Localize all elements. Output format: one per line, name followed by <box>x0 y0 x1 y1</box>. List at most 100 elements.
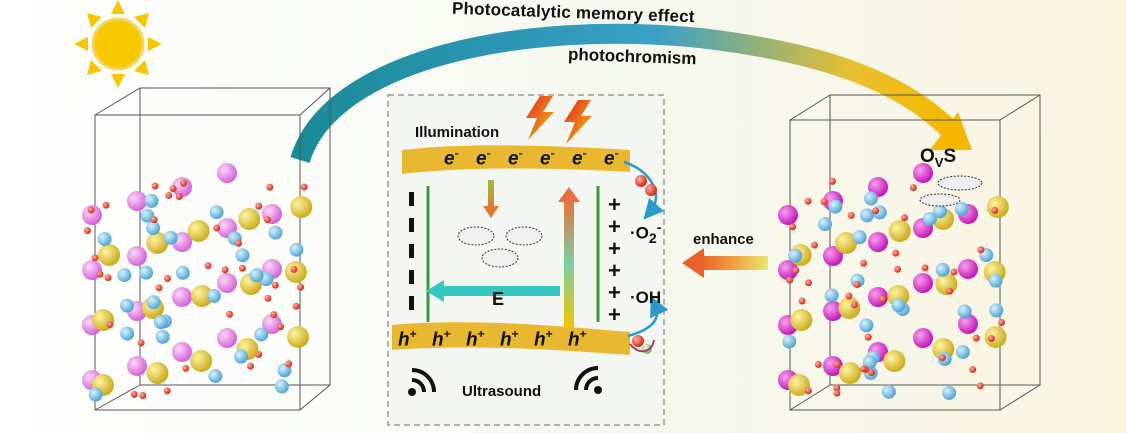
atom <box>955 344 970 359</box>
atom <box>788 248 803 263</box>
atom <box>938 354 946 362</box>
atom <box>153 315 168 330</box>
atom <box>179 179 187 187</box>
atom <box>863 191 878 206</box>
atom <box>87 206 95 214</box>
atom <box>98 244 121 266</box>
atom <box>204 262 212 270</box>
atom <box>155 284 163 292</box>
atom <box>163 387 171 395</box>
atom <box>991 206 999 214</box>
atom <box>942 385 957 400</box>
atom <box>778 205 798 225</box>
superoxide-label: ·O2- <box>630 220 662 248</box>
hole: h+ <box>432 327 451 351</box>
atom <box>833 389 841 397</box>
atom <box>818 217 833 232</box>
atom <box>144 193 159 208</box>
atom <box>91 254 99 262</box>
electron: e- <box>540 146 555 170</box>
atom <box>255 202 263 210</box>
atom <box>892 249 900 257</box>
atom <box>984 326 1007 348</box>
atom <box>859 208 874 223</box>
atom <box>191 285 214 307</box>
atom <box>150 216 158 224</box>
atom <box>190 350 213 372</box>
atom <box>829 177 837 185</box>
atom <box>932 204 947 219</box>
atom <box>234 349 249 364</box>
atom <box>266 183 274 191</box>
atom <box>208 369 223 384</box>
atom <box>998 319 1006 327</box>
atom <box>804 197 812 205</box>
atom <box>172 342 192 362</box>
electron: e- <box>476 146 491 170</box>
atom <box>290 265 298 273</box>
conduction-band <box>402 145 630 174</box>
positive-charge: + <box>608 236 621 261</box>
atom <box>209 205 224 220</box>
atom <box>969 366 977 374</box>
atom <box>247 362 255 370</box>
atom <box>221 266 229 274</box>
atom <box>786 276 794 284</box>
atom <box>88 387 103 402</box>
atom <box>881 384 896 399</box>
hole: h+ <box>568 327 587 351</box>
atom <box>922 211 937 226</box>
atom <box>913 273 933 293</box>
atom <box>262 314 282 334</box>
atom <box>823 301 843 321</box>
atom <box>254 327 269 342</box>
atom <box>824 288 839 303</box>
enhance-arrow-head <box>682 248 704 278</box>
positive-charge: + <box>608 258 621 283</box>
atom <box>264 294 272 302</box>
atom <box>921 264 929 272</box>
atom <box>852 230 867 245</box>
atom <box>292 302 300 310</box>
atom <box>130 390 138 398</box>
atom <box>235 239 243 247</box>
atom <box>954 201 969 216</box>
sun-icon <box>74 0 162 88</box>
atom <box>972 334 980 342</box>
atom <box>255 351 263 359</box>
atom <box>127 356 147 376</box>
atom <box>106 321 114 329</box>
atom <box>102 201 110 209</box>
atom <box>139 391 147 399</box>
atom <box>789 223 797 231</box>
atom <box>946 287 954 295</box>
atom <box>988 273 1003 288</box>
atom <box>82 205 102 225</box>
atom <box>864 333 872 341</box>
enhance-label: enhance <box>693 231 754 248</box>
atom <box>155 329 170 344</box>
atom <box>175 265 190 280</box>
atom <box>913 163 933 183</box>
atom <box>268 225 283 240</box>
atom <box>217 273 237 293</box>
atom <box>860 259 868 267</box>
atom <box>225 310 233 318</box>
atom <box>986 196 1009 218</box>
atom <box>782 334 797 349</box>
positive-charge: + <box>608 280 621 305</box>
atom <box>859 365 867 373</box>
atom <box>238 208 261 230</box>
atom <box>165 191 173 199</box>
atom <box>146 295 161 310</box>
atom <box>297 283 305 291</box>
atom <box>838 362 861 384</box>
atom <box>277 323 285 331</box>
atom <box>238 264 246 272</box>
oxygen-vacancy-label: OVS <box>920 146 957 170</box>
atom <box>850 301 858 309</box>
atom <box>300 183 308 191</box>
atom <box>104 274 112 282</box>
atom <box>217 328 237 348</box>
